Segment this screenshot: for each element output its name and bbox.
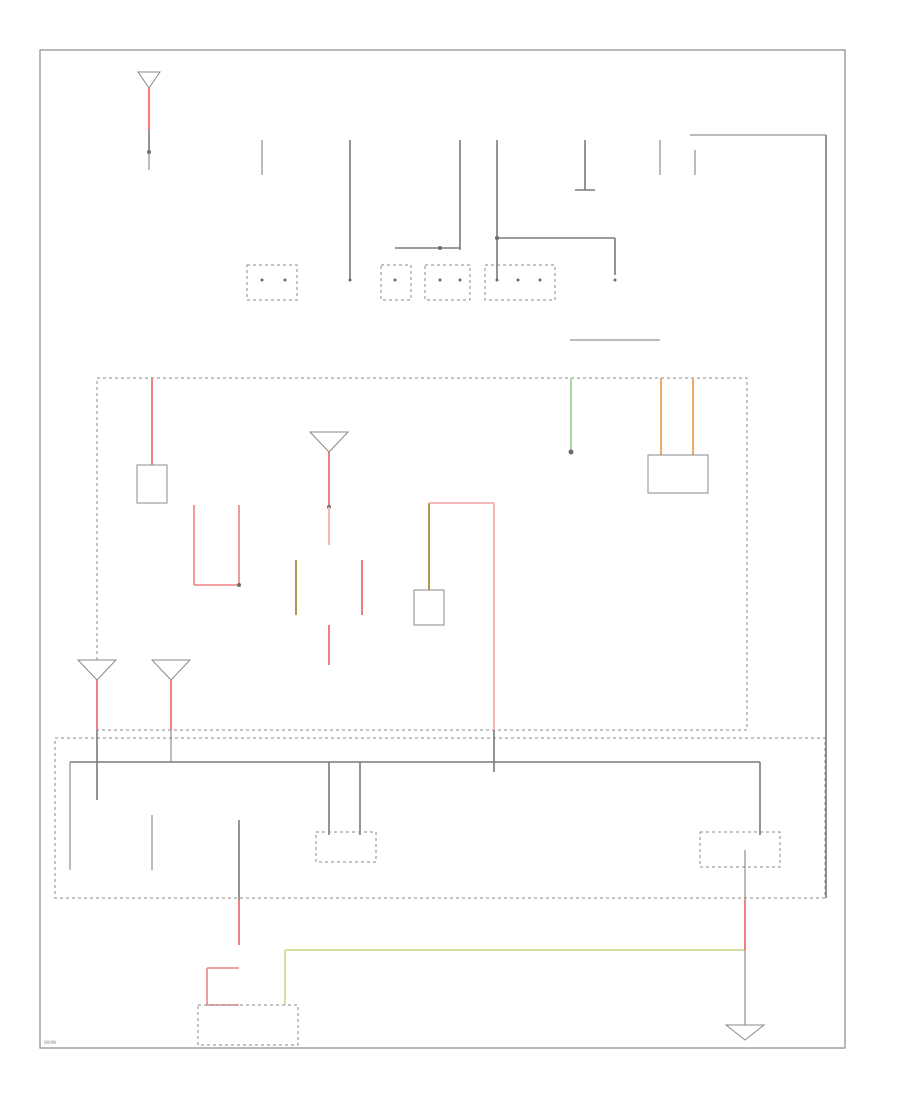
ground-circuit	[568, 378, 574, 455]
switch-circuits	[193, 505, 241, 587]
electronic-module-outline	[96, 377, 748, 731]
compressor-circuit	[136, 378, 168, 504]
lower-left-connectors	[76, 659, 192, 730]
right-sensor-circuit	[647, 378, 709, 494]
power-source-connector	[137, 71, 161, 170]
junction-box-outline	[54, 737, 826, 899]
center-splice-circuit	[295, 431, 363, 665]
page-id: W09N	[44, 1040, 56, 1045]
powertrain-module-circuit	[197, 820, 766, 1046]
bus-lines-top	[395, 236, 660, 341]
relay-boxes	[246, 264, 617, 301]
fuse-stubs-top	[261, 140, 696, 280]
horn-circuit	[413, 502, 495, 730]
diagram-frame	[39, 49, 846, 1049]
lower-bus	[69, 730, 781, 900]
